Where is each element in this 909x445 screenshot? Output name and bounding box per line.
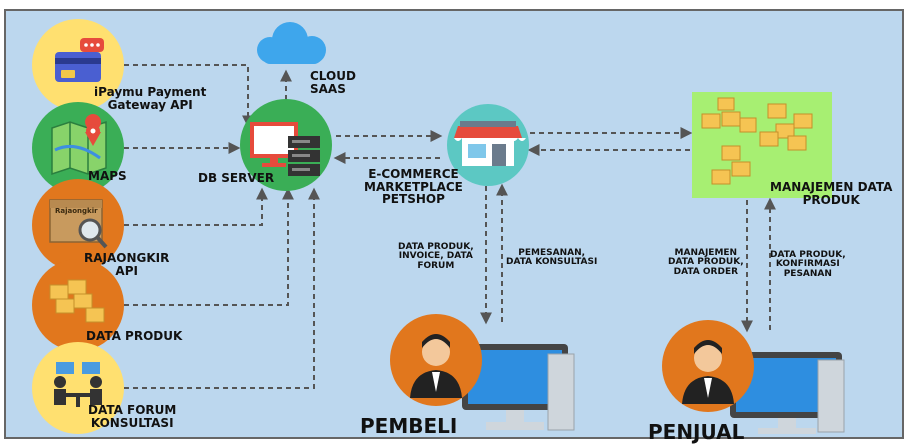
flow-to-pembeli-label: DATA PRODUK, INVOICE, DATA FORUM: [398, 242, 474, 271]
penjual-label: PENJUAL: [648, 420, 745, 444]
boxes-icon: [49, 279, 105, 323]
arrow-ipaymu-db: [124, 64, 254, 128]
db-server-label: DB SERVER: [198, 171, 275, 185]
pembeli-node: [390, 314, 575, 431]
maps-label: MAPS: [88, 169, 127, 183]
shop-icon: [454, 121, 526, 166]
cloud-icon: [257, 22, 326, 64]
arrow-dataproduk-db: [124, 187, 294, 306]
warehouse-boxes-icon: [701, 97, 813, 185]
penjual-node: [662, 320, 845, 434]
maps-node: [32, 102, 124, 194]
pembeli-label: PEMBELI: [360, 414, 458, 438]
flow-to-penjual-label: MANAJEMEN DATA PRODUK, DATA ORDER: [668, 248, 744, 277]
arrow-rajaongkir-db: [124, 187, 268, 226]
rajaongkir-box-text: Rajaongkir: [55, 207, 98, 215]
cloud-label: CLOUD SAAS: [310, 69, 356, 96]
ipaymu-label: iPaymu Payment Gateway API: [94, 85, 207, 112]
manajemen-label: MANAJEMEN DATA PRODUK: [770, 180, 893, 207]
user-avatar-icon: [410, 334, 462, 398]
computer-icon: [462, 344, 575, 431]
data-forum-label: DATA FORUM KONSULTASI: [88, 403, 177, 430]
meeting-icon: [54, 362, 102, 407]
data-produk-node: [32, 259, 124, 351]
db-server-node: [240, 99, 332, 191]
ecommerce-node: [447, 104, 529, 186]
data-produk-label: DATA PRODUK: [86, 329, 183, 343]
data-forum-node: [32, 342, 124, 434]
rajaongkir-node: [32, 179, 124, 271]
rajaongkir-label: RAJAONGKIR API: [84, 251, 170, 278]
flow-from-pembeli-label: PEMESANAN, DATA KONSULTASI: [506, 248, 598, 268]
server-rack-icon: [288, 136, 320, 176]
location-pin-icon: [85, 114, 102, 146]
magnifier-icon: [78, 218, 102, 242]
manajemen-node: [692, 92, 832, 198]
ecommerce-label: E-COMMERCE MARKETPLACE PETSHOP: [364, 167, 463, 207]
arrow-forum-db: [124, 187, 320, 389]
user-avatar-icon: [682, 340, 734, 404]
ipaymu-node: [32, 19, 124, 111]
flow-from-penjual-label: DATA PRODUK, KONFIRMASI PESANAN: [770, 250, 846, 279]
